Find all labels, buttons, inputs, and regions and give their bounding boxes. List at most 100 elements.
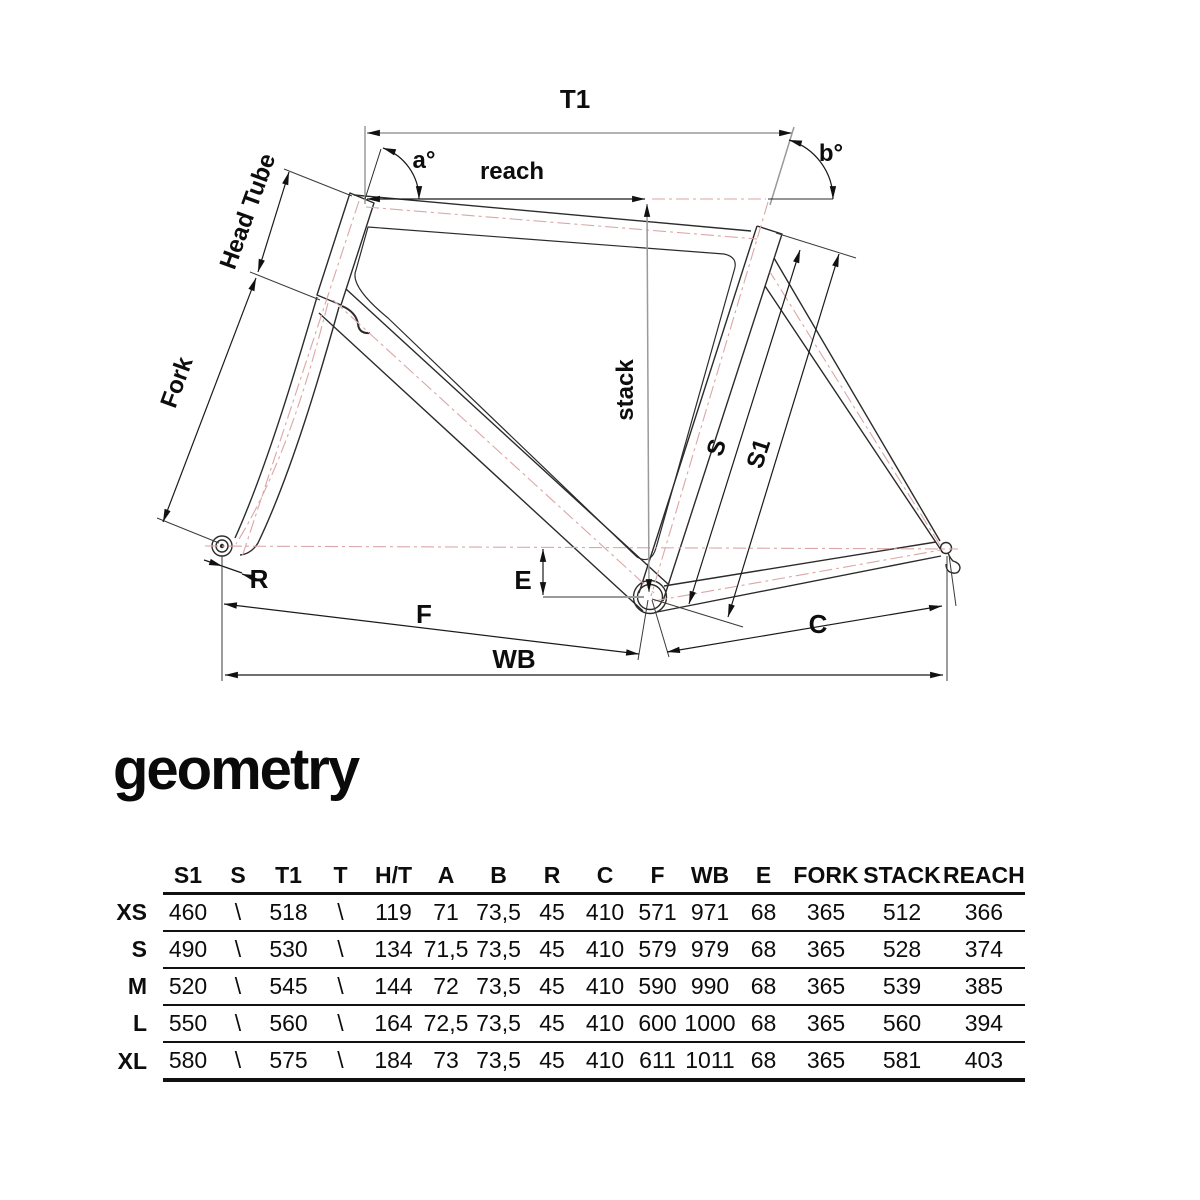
dim-front-center [221, 557, 649, 681]
table-cell: 73,5 [472, 893, 525, 932]
dim-bb-drop [539, 548, 644, 598]
table-cell: 410 [579, 1042, 631, 1082]
table-cell: 45 [525, 1042, 579, 1082]
label-s1: S1 [741, 436, 776, 472]
table-cell: 72,5 [420, 1005, 472, 1043]
down-tube-centerline [332, 299, 655, 594]
table-cell: 365 [791, 931, 861, 969]
table-cell: \ [314, 931, 367, 969]
table-cell: 184 [367, 1042, 420, 1082]
diagram-labels: T1 a° reach b° Head Tube Fork stack S S1… [155, 84, 843, 674]
table-cell: 73,5 [472, 968, 525, 1006]
col-header: FORK [791, 858, 861, 895]
top-tube-centerline [365, 206, 758, 240]
label-b-angle: b° [819, 140, 843, 167]
seat-tube-centerline [650, 201, 769, 597]
dim-wheelbase [224, 556, 948, 681]
dim-head-tube [249, 168, 353, 301]
dim-chainstay [651, 554, 957, 658]
table-cell: 119 [367, 893, 420, 932]
axle-centerline [204, 545, 959, 550]
col-header: A [420, 858, 472, 895]
table-cell: 68 [736, 1005, 791, 1043]
table-cell: 600 [631, 1005, 684, 1043]
frame-centerlines [204, 198, 959, 602]
label-e: E [514, 565, 531, 595]
table-cell: 164 [367, 1005, 420, 1043]
label-r: R [250, 564, 269, 594]
head-tube [316, 192, 375, 306]
table-cell: \ [213, 931, 263, 969]
row-label: L [132, 1010, 147, 1036]
table-cell: 520 [163, 968, 213, 1006]
table-cell: 365 [791, 1005, 861, 1043]
table-cell: 73,5 [472, 1042, 525, 1082]
table-cell: 530 [263, 931, 314, 969]
table-cell: 68 [736, 931, 791, 969]
frame-geometry-diagram: T1 a° reach b° Head Tube Fork stack S S1… [155, 84, 961, 681]
row-label: S [131, 936, 147, 962]
col-header: F [631, 858, 684, 895]
table-cell: 365 [791, 968, 861, 1006]
col-header: STACK [861, 858, 943, 895]
label-c: C [809, 609, 828, 639]
table-cell: \ [314, 968, 367, 1006]
fork-centerline [235, 302, 329, 545]
col-header: T [314, 858, 367, 895]
table-cell: 45 [525, 1005, 579, 1043]
col-header: H/T [367, 858, 420, 895]
table-cell: \ [314, 1005, 367, 1043]
table-cell: 512 [861, 893, 943, 932]
table-cell: 560 [861, 1005, 943, 1043]
table-cell: 45 [525, 931, 579, 969]
table-cell: 134 [367, 931, 420, 969]
col-header: REACH [943, 858, 1025, 895]
table-cell: 365 [791, 1042, 861, 1082]
chain-stay-centerline [653, 549, 942, 602]
col-header: S1 [163, 858, 213, 895]
table-cell: 410 [579, 893, 631, 932]
col-header: R [525, 858, 579, 895]
main-triangle-cutout [354, 226, 736, 561]
label-fork: Fork [155, 353, 198, 412]
table-cell: \ [314, 1042, 367, 1082]
table-corner-cell [100, 858, 163, 894]
table-cell: 539 [861, 968, 943, 1006]
row-label: XL [117, 1047, 147, 1074]
table-cell: 571 [631, 893, 684, 932]
seat-stay-centerline [769, 271, 941, 546]
table-cell: \ [213, 968, 263, 1006]
table-cell: 460 [163, 893, 213, 932]
table-cell: 528 [861, 931, 943, 969]
table-cell: 611 [631, 1042, 684, 1082]
table-cell: 490 [163, 931, 213, 969]
fork-blade-rear [239, 306, 340, 556]
table-cell: 1000 [684, 1005, 736, 1043]
dim-fork [156, 277, 257, 544]
top-tube [353, 194, 752, 232]
seat-tube [638, 225, 783, 602]
table-cell: 365 [791, 893, 861, 932]
table-cell: 366 [943, 893, 1025, 932]
table-cell: 144 [367, 968, 420, 1006]
col-header: B [472, 858, 525, 895]
table-cell: 68 [736, 968, 791, 1006]
label-s: S [702, 436, 733, 460]
table-cell: 68 [736, 1042, 791, 1082]
col-header: WB [684, 858, 736, 895]
rear-dropout [939, 541, 961, 574]
table-cell: 979 [684, 931, 736, 969]
bike-frame-outline [211, 192, 961, 615]
label-f: F [416, 599, 432, 629]
table-cell: 72 [420, 968, 472, 1006]
table-cell: 581 [861, 1042, 943, 1082]
row-label: M [127, 973, 147, 999]
col-header: T1 [263, 858, 314, 895]
table-cell: 73 [420, 1042, 472, 1082]
col-header: E [736, 858, 791, 895]
table-cell: 971 [684, 893, 736, 932]
table-cell: 518 [263, 893, 314, 932]
